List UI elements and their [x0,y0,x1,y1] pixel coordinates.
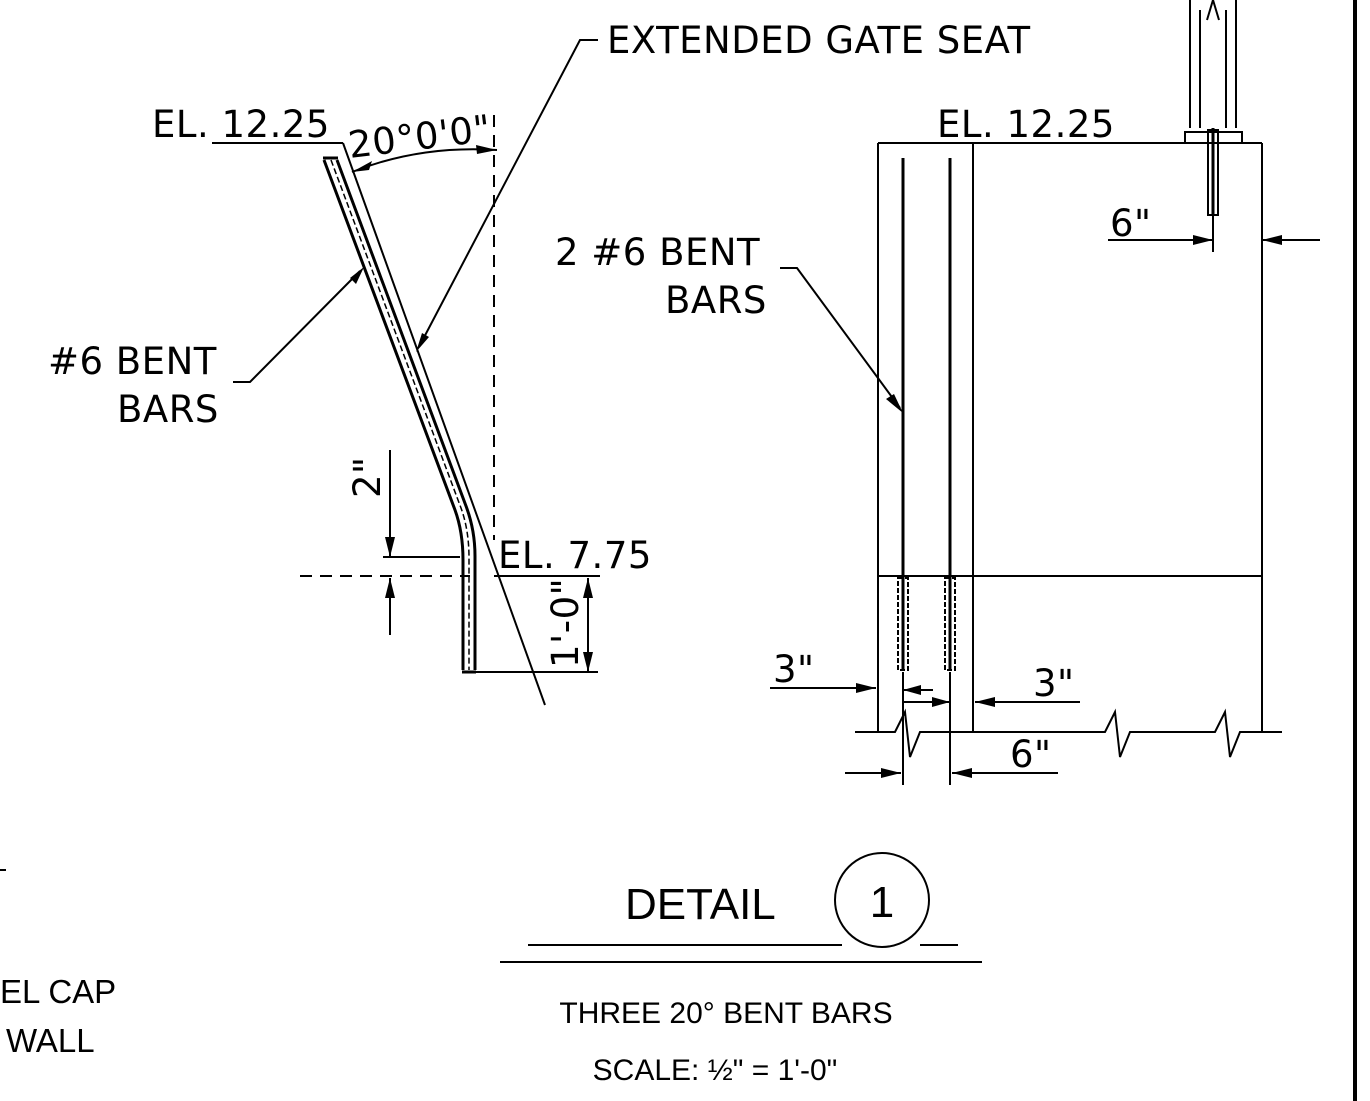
leader-2-bent-bars [780,267,901,409]
label-2-bent-bars-1: 2 #6 BENT [555,231,760,274]
label-bent-bars-1: #6 BENT [48,340,217,383]
arrowhead [1193,235,1213,245]
label-extended-gate-seat: EXTENDED GATE SEAT [607,19,1031,62]
partial-label-2: WALL [6,1022,95,1059]
label-dim-1ft: 1'-0" [544,578,587,668]
arrowhead [881,768,901,778]
bar-1-embed [897,577,909,671]
arrowhead [903,685,921,695]
label-el-top-left: EL. 12.25 [152,103,330,146]
arrowhead [583,652,593,672]
detail-word: DETAIL [625,880,776,929]
label-dim-6in-bottom: 6" [1010,733,1052,776]
label-dim-3in-left: 3" [773,648,815,691]
label-bent-bars-2: BARS [117,388,219,431]
gate-seat-face [342,142,546,706]
label-angle: 20°0'0" [346,107,494,167]
label-el-top-right: EL. 12.25 [937,103,1115,146]
arrowhead [952,768,972,778]
adjacent-detail-partial: EEL CAP WALL [0,869,116,1059]
arrowhead [583,578,593,598]
stem-break [1206,0,1220,21]
label-2-bent-bars-2: BARS [665,279,767,322]
arrowhead [352,161,372,172]
break-line [855,708,1282,758]
label-dim-anchor: 6" [1110,202,1152,245]
leader-bent-bars [233,270,361,383]
detail-title-block: DETAIL 1 THREE 20° BENT BARS SCALE: ½" =… [500,852,982,1087]
bar-2-embed [944,577,956,671]
arrowhead [975,697,995,707]
arrowhead [416,333,429,352]
partial-label-1: EEL CAP [0,973,116,1010]
leader-gate-seat [419,39,598,346]
detail-description: THREE 20° BENT BARS [559,997,892,1030]
bent-bar-outer [322,159,465,670]
arrowhead [385,537,395,557]
bent-bar-inner [335,159,477,670]
label-dim-3in-right: 3" [1033,662,1075,705]
left-section-view: EXTENDED GATE SEAT EL. 12.25 20°0'0" #6 … [48,19,1031,706]
label-el-bottom: EL. 7.75 [498,534,652,577]
bent-bar-hatch [330,159,470,670]
right-elevation-view: EL. 12.25 6" 2 #6 BENT BARS 3" 3" 6" [555,0,1320,785]
arrowhead [1262,235,1282,245]
detail-number: 1 [870,878,894,927]
arrowhead [856,683,876,693]
detail-number-bubble [834,852,930,948]
arrowhead [385,578,395,598]
arrowhead [932,697,950,707]
label-dim-2in: 2" [346,456,389,498]
arrowhead [350,267,364,284]
arrowhead [476,145,497,154]
arrowhead [886,394,903,413]
detail-scale: SCALE: ½" = 1'-0" [593,1054,838,1087]
